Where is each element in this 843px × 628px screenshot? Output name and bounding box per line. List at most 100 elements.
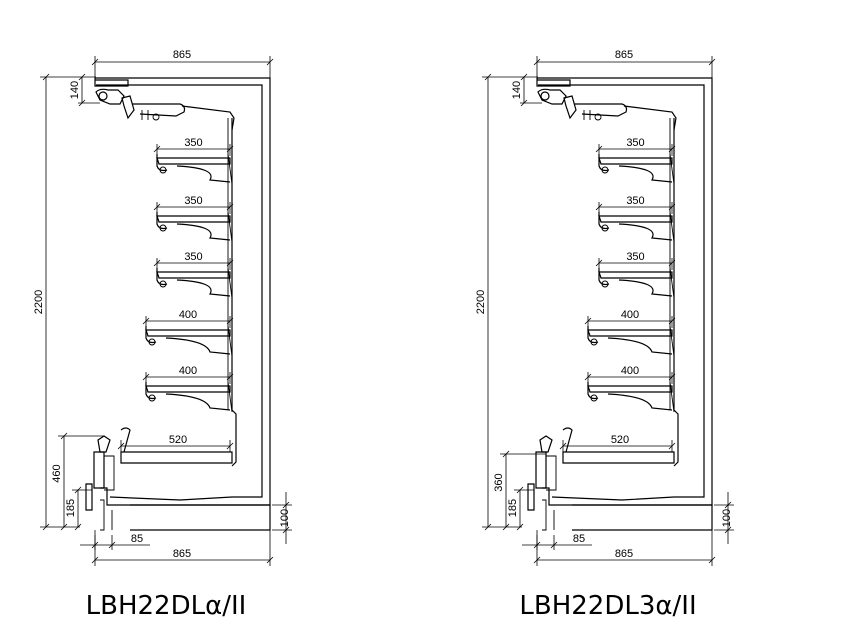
shelf-bracket-hook	[227, 325, 233, 357]
shelf-price-rail-icon	[601, 224, 609, 232]
front-kick-panel	[93, 451, 105, 489]
shelf-4: 400	[584, 309, 676, 357]
air-curtain-nozzle	[563, 95, 577, 120]
shelf-3: 350	[153, 251, 234, 299]
shelf-bracket	[618, 165, 673, 183]
deck-front-lip	[562, 427, 573, 453]
shelf-depth-label: 350	[626, 195, 644, 207]
shelf-bracket	[607, 393, 673, 411]
shelf-price-rail-icon	[148, 394, 156, 402]
shelf-tray	[156, 271, 231, 279]
shelf-bracket	[618, 279, 673, 297]
shelf-bracket-hook	[669, 153, 675, 185]
plinth-label: 100	[279, 509, 291, 527]
plinth	[572, 504, 713, 531]
canopy-fitting-icon	[152, 113, 160, 121]
shelf-tray	[598, 271, 673, 279]
shelf-bracket	[618, 223, 673, 241]
shelf-depth-label: 400	[179, 309, 197, 321]
shelf-bracket-hook	[227, 267, 233, 299]
canopy-light-icon	[540, 91, 550, 101]
canopy-light-icon	[98, 91, 108, 101]
front-bumper	[527, 483, 535, 511]
front-bumper	[85, 483, 93, 511]
kick-label: 185	[65, 499, 77, 517]
deck-front-lip	[120, 427, 131, 453]
model-caption: LBH22DL3α/II	[519, 591, 696, 621]
deck: 520	[117, 427, 234, 464]
shelf-bracket	[176, 279, 231, 297]
shelf-bracket	[176, 223, 231, 241]
shelf-price-rail-icon	[159, 224, 167, 232]
canopy-back-duct	[181, 105, 235, 131]
top-width-label: 865	[615, 49, 633, 61]
shelf-1: 350	[153, 137, 234, 185]
canopy-fitting-icon	[594, 113, 602, 121]
canopy-label: 140	[69, 81, 81, 99]
base-front-label: 460	[51, 464, 63, 482]
kick-label: 185	[507, 499, 519, 517]
shelf-bracket-hook	[669, 381, 675, 413]
shelf-price-rail-icon	[159, 166, 167, 174]
deck-tray	[120, 451, 233, 464]
shelf-depth-label: 400	[179, 365, 197, 377]
front-base-handle	[539, 435, 553, 453]
cabinet-inner-wall	[96, 84, 263, 501]
rear-panel	[673, 118, 679, 467]
shelf-tray	[598, 215, 673, 223]
shelf-depth-label: 350	[184, 251, 202, 263]
cabinet-drawing-0: 865 2200 140 350 350 350 400 400 520 460 185 100 85 8…	[33, 49, 292, 621]
shelf-1: 350	[595, 137, 676, 185]
top-width-label: 865	[173, 49, 191, 61]
shelf-3: 350	[595, 251, 676, 299]
shelf-price-rail-icon	[148, 338, 156, 346]
cabinet-inner-wall	[538, 84, 705, 501]
shelf-price-rail-icon	[159, 280, 167, 288]
toe-label: 85	[573, 533, 585, 545]
shelf-tray	[598, 157, 673, 165]
shelf-tray	[145, 385, 231, 393]
canopy-front-profile	[537, 88, 567, 105]
shelf-bracket-hook	[227, 381, 233, 413]
shelf-depth-label: 350	[626, 251, 644, 263]
shelf-bracket-hook	[669, 325, 675, 357]
shelf-bracket	[165, 393, 231, 411]
shelf-price-rail-icon	[590, 394, 598, 402]
shelf-4: 400	[142, 309, 234, 357]
shelf-tray	[587, 385, 673, 393]
shelf-2: 350	[595, 195, 676, 243]
shelf-depth-label: 400	[621, 309, 639, 321]
front-base-handle	[97, 435, 111, 453]
deck-depth-label: 520	[169, 434, 187, 446]
plinth-label: 100	[721, 509, 733, 527]
bottom-width-label: 865	[173, 548, 191, 560]
front-foot	[542, 499, 547, 531]
front-kick-panel	[535, 451, 547, 489]
shelf-price-rail-icon	[601, 166, 609, 174]
shelf-tray	[145, 329, 231, 337]
air-curtain-nozzle	[121, 95, 135, 120]
model-caption: LBH22DLα/II	[86, 591, 247, 621]
shelf-depth-label: 350	[184, 137, 202, 149]
shelf-price-rail-icon	[601, 280, 609, 288]
shelf-price-rail-icon	[590, 338, 598, 346]
toe-label: 85	[131, 533, 143, 545]
deck: 520	[559, 427, 676, 464]
front-base-inner	[546, 455, 557, 491]
canopy-front-profile	[95, 88, 125, 105]
canopy-label: 140	[511, 81, 523, 99]
shelf-tray	[587, 329, 673, 337]
base-front-label: 360	[493, 473, 505, 491]
cabinet-drawing-1: 8652200140350350350400400520360185100858…	[475, 49, 734, 621]
shelf-bracket-hook	[669, 267, 675, 299]
height-label: 2200	[475, 290, 487, 314]
shelf-bracket-hook	[227, 153, 233, 185]
front-base-inner	[104, 455, 115, 491]
height-label: 2200	[33, 290, 45, 314]
shelf-bracket	[176, 165, 231, 183]
rear-panel	[231, 118, 237, 467]
shelf-bracket-hook	[227, 211, 233, 243]
shelf-depth-label: 350	[184, 195, 202, 207]
front-foot	[100, 499, 105, 531]
shelf-5: 400	[142, 365, 234, 413]
